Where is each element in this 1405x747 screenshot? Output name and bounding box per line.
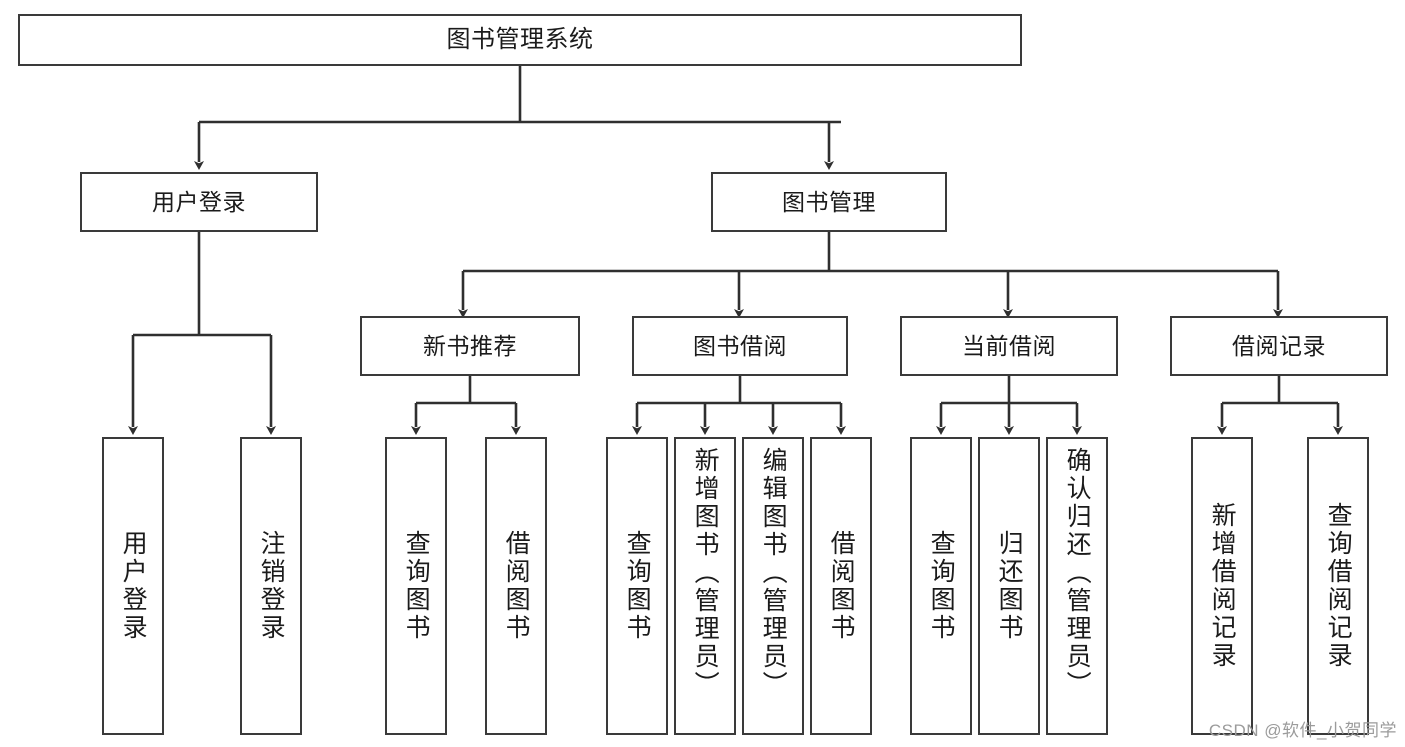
node-book-borrow[interactable]: 图书借阅 — [632, 316, 848, 376]
node-label: 用户登录 — [119, 530, 148, 642]
node-label: 注销登录 — [257, 530, 286, 642]
node-label: 新书推荐 — [423, 332, 517, 359]
node-label: 图书管理 — [782, 188, 876, 215]
node-label: 当前借阅 — [962, 332, 1056, 359]
node-label: 确认归还（管理员） — [1063, 447, 1092, 699]
leaf-borrow-record-add-record[interactable]: 新增借阅记录 — [1191, 437, 1253, 735]
leaf-book-borrow-edit-book-admin[interactable]: 编辑图书（管理员） — [742, 437, 804, 735]
node-label: 新增图书（管理员） — [691, 447, 720, 699]
node-label: 查询图书 — [927, 530, 956, 642]
node-book-management[interactable]: 图书管理 — [711, 172, 947, 232]
node-root-book-management-system[interactable]: 图书管理系统 — [18, 14, 1022, 66]
node-new-book-recommend[interactable]: 新书推荐 — [360, 316, 580, 376]
leaf-new-book-borrow-book[interactable]: 借阅图书 — [485, 437, 547, 735]
leaf-current-borrow-query-book[interactable]: 查询图书 — [910, 437, 972, 735]
leaf-user-login-login[interactable]: 用户登录 — [102, 437, 164, 735]
node-label: 图书借阅 — [693, 332, 787, 359]
node-label: 用户登录 — [152, 188, 246, 215]
leaf-book-borrow-query-book[interactable]: 查询图书 — [606, 437, 668, 735]
leaf-borrow-record-query-record[interactable]: 查询借阅记录 — [1307, 437, 1369, 735]
node-label: 借阅图书 — [827, 530, 856, 642]
node-label: 查询图书 — [402, 530, 431, 642]
leaf-book-borrow-borrow-book[interactable]: 借阅图书 — [810, 437, 872, 735]
watermark-text: CSDN @软件_小贺同学 — [1208, 721, 1397, 740]
leaf-current-borrow-confirm-return-admin[interactable]: 确认归还（管理员） — [1046, 437, 1108, 735]
node-borrow-record[interactable]: 借阅记录 — [1170, 316, 1388, 376]
node-user-login[interactable]: 用户登录 — [80, 172, 318, 232]
node-label: 编辑图书（管理员） — [759, 447, 788, 699]
leaf-user-login-logout[interactable]: 注销登录 — [240, 437, 302, 735]
node-current-borrow[interactable]: 当前借阅 — [900, 316, 1118, 376]
node-label: 归还图书 — [995, 530, 1024, 642]
leaf-new-book-query-book[interactable]: 查询图书 — [385, 437, 447, 735]
leaf-current-borrow-return-book[interactable]: 归还图书 — [978, 437, 1040, 735]
node-label: 图书管理系统 — [446, 26, 594, 54]
node-label: 查询借阅记录 — [1324, 502, 1353, 670]
leaf-book-borrow-add-book-admin[interactable]: 新增图书（管理员） — [674, 437, 736, 735]
node-label: 查询图书 — [623, 530, 652, 642]
node-label: 新增借阅记录 — [1208, 502, 1237, 670]
node-label: 借阅图书 — [502, 530, 531, 642]
node-label: 借阅记录 — [1232, 332, 1326, 359]
